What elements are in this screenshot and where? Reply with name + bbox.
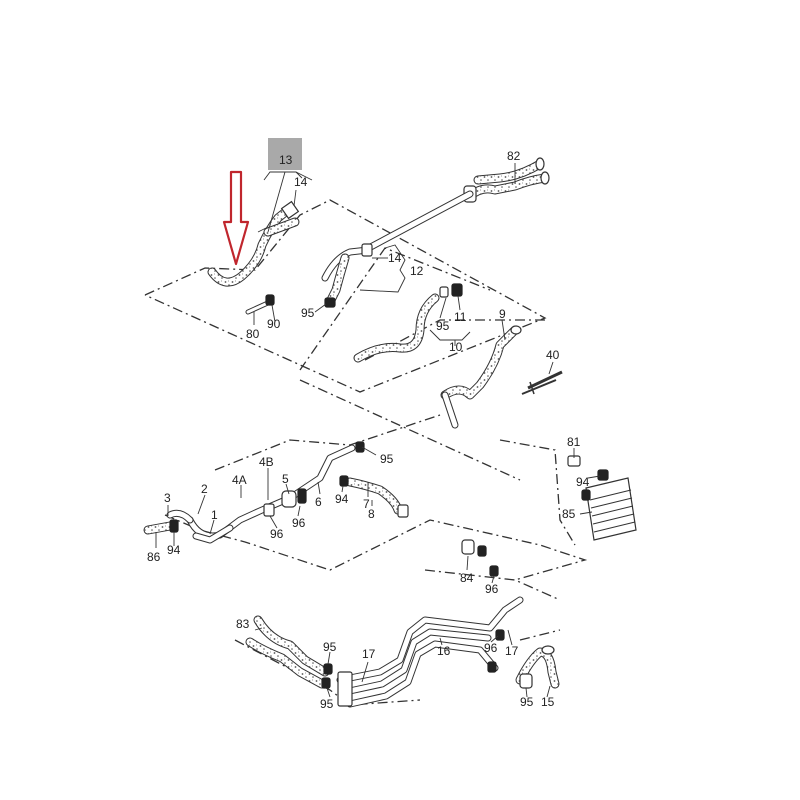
callout-96: 96 [292, 516, 306, 530]
callout-6: 6 [315, 495, 322, 509]
callout-12: 12 [410, 264, 424, 278]
pipe-bundle-16[interactable] [336, 596, 524, 708]
callout-4A: 4A [232, 473, 247, 487]
callout-84: 84 [460, 571, 474, 585]
part-40-clips[interactable] [521, 370, 563, 395]
callout-1: 1 [211, 508, 218, 522]
pipe-section-1[interactable] [166, 441, 365, 544]
callout-17: 17 [362, 647, 376, 661]
hose-8[interactable] [339, 475, 409, 518]
red-arrow-indicator [222, 170, 250, 266]
callout-9: 9 [499, 307, 506, 321]
highlight-box [268, 138, 302, 170]
fitting-80-90[interactable] [245, 294, 275, 315]
callout-7: 7 [363, 497, 370, 511]
callout-94: 94 [167, 543, 181, 557]
callout-85: 85 [562, 507, 576, 521]
hose-15[interactable] [515, 645, 560, 689]
callout-94: 94 [576, 475, 590, 489]
leader-lines [155, 163, 601, 698]
callout-15: 15 [541, 695, 555, 709]
callout-5: 5 [282, 472, 289, 486]
callout-90: 90 [267, 317, 281, 331]
callout-16: 16 [437, 644, 451, 658]
callout-81: 81 [567, 435, 581, 449]
callout-8: 8 [368, 507, 375, 521]
callout-86: 86 [147, 550, 161, 564]
fitting-84[interactable] [461, 539, 499, 577]
hose-9[interactable] [440, 325, 522, 429]
callout-95: 95 [436, 319, 450, 333]
hose-12-assembly[interactable] [321, 243, 373, 308]
callout-11: 11 [454, 310, 467, 324]
callout-83: 83 [236, 617, 250, 631]
callout-10: 10 [449, 340, 463, 354]
callout-94: 94 [335, 492, 349, 506]
oil-cooler-85[interactable] [567, 455, 637, 541]
callout-14: 14 [294, 175, 308, 189]
callout-3: 3 [164, 491, 171, 505]
callout-96: 96 [484, 641, 498, 655]
hose-10[interactable] [353, 283, 463, 363]
hose-83[interactable] [245, 615, 333, 689]
callout-2: 2 [201, 482, 208, 496]
callout-80: 80 [246, 327, 260, 341]
callout-95: 95 [301, 306, 315, 320]
callout-95: 95 [380, 452, 394, 466]
callout-labels: 13 14 82 14 12 95 80 90 95 11 9 10 40 81… [147, 149, 590, 711]
callout-40: 40 [546, 348, 560, 362]
callout-17: 17 [505, 644, 519, 658]
callout-13: 13 [279, 153, 293, 167]
callout-96: 96 [270, 527, 284, 541]
callout-95: 95 [320, 697, 334, 711]
callout-14: 14 [388, 251, 402, 265]
callout-82: 82 [507, 149, 521, 163]
callout-95: 95 [520, 695, 534, 709]
hose-82[interactable] [361, 157, 550, 254]
callout-4B: 4B [259, 455, 274, 469]
hose-86[interactable] [143, 519, 179, 535]
callout-95: 95 [323, 640, 337, 654]
callout-96: 96 [485, 582, 499, 596]
